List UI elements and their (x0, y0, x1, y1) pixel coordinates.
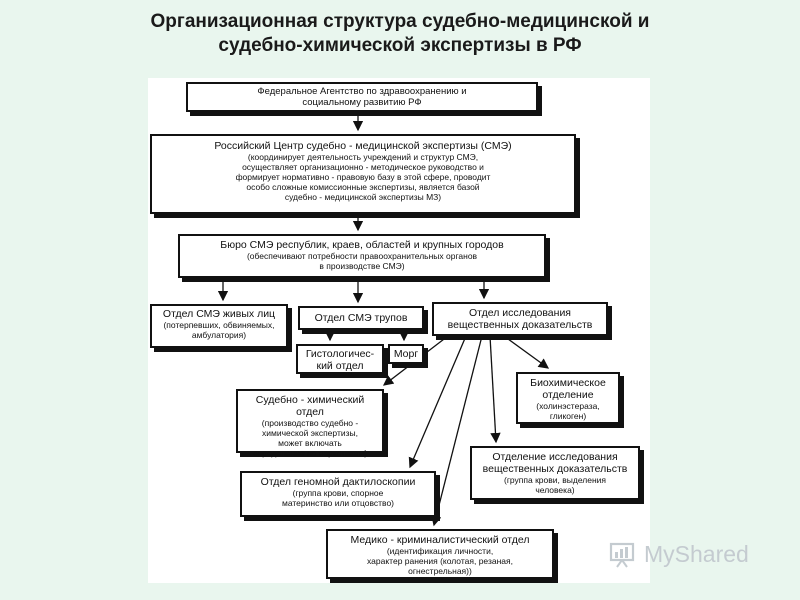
living-persons-dept-heading: Отдел СМЭ живых лиц (162, 308, 276, 320)
biochemistry-unit-line-1: Биохимическое (530, 377, 606, 389)
evidence-research-unit-line-1: Отделение исследования (492, 451, 618, 463)
corpses-dept-box: Отдел СМЭ трупов (298, 306, 424, 330)
arrow-evidence-to-genome (408, 335, 467, 469)
watermark-text: MyShared (644, 540, 749, 567)
biochemistry-unit-sub-2: гликоген) (549, 411, 587, 421)
living-persons-dept-line-2: амбулатория) (191, 330, 247, 340)
arrow-evidence-to-crim (431, 335, 483, 527)
forensic-chemistry-dept-heading: Судебно - химический отдел (255, 394, 365, 418)
bureau-sme-heading: Бюро СМЭ республик, краев, областей и кр… (220, 239, 504, 251)
presentation-chart-icon (609, 542, 635, 568)
slide-title-line-2: судебно-химической экспертизы в РФ (218, 35, 582, 56)
forensic-chemistry-dept-line-3: может включать (278, 438, 342, 448)
evidence-dept-line-1: Отдел исследования (468, 307, 571, 319)
forensic-chemistry-dept-line-2: химической экспертизы, (262, 428, 358, 438)
biochemistry-unit-box: Биохимическое отделение (холинэстераза, … (516, 372, 620, 424)
russian-center-sme-line-1: (координирует деятельность учреждений и … (247, 152, 479, 162)
arrow-evidence-to-dept (489, 335, 501, 444)
morgue-heading: Морг (393, 348, 419, 360)
slide-title-line-1: Организационная структура судебно-медици… (150, 11, 650, 32)
russian-center-sme-line-4: особо сложные комиссионные экспертизы, я… (246, 182, 480, 192)
genome-fingerprinting-dept-box: Отдел геномной дактилоскопии (группа кро… (240, 471, 436, 517)
living-persons-dept-line-1: (потерпевших, обвиняемых, (163, 320, 275, 330)
russian-center-sme-line-5: судебно - медицинской экспертизы МЗ) (284, 192, 442, 202)
federal-agency-line-2: социальному развитию РФ (302, 97, 422, 108)
living-persons-dept-box: Отдел СМЭ живых лиц (потерпевших, обвиня… (150, 304, 288, 348)
forensic-criminalistics-dept-line-3: огнестрельная)) (408, 566, 472, 576)
connector-lines (217, 112, 550, 527)
forensic-chemistry-dept-line-1: (производство судебно - (261, 418, 359, 428)
diagram-panel: Федеральное Агентство по здравоохранению… (148, 78, 650, 583)
russian-center-sme-heading: Российский Центр судебно - медицинской э… (214, 140, 512, 152)
evidence-research-unit-sub-2: человека) (535, 485, 575, 495)
bureau-sme-line-1: (обеспечивают потребности правоохранител… (246, 251, 478, 261)
myshared-watermark: MyShared (608, 538, 778, 570)
evidence-dept-box: Отдел исследования вещественных доказате… (432, 302, 608, 336)
forensic-criminalistics-dept-heading: Медико - криминалистический отдел (350, 534, 530, 546)
evidence-research-unit-box: Отделение исследования вещественных дока… (470, 446, 640, 500)
russian-center-sme-line-3: формирует нормативно - правовую базу в э… (235, 172, 491, 182)
forensic-criminalistics-dept-line-1: (идентификация личности, (386, 546, 494, 556)
slide-title: Организационная структура судебно-медици… (90, 10, 710, 58)
histology-dept-line-1: Гистологичес- (305, 348, 375, 360)
arrow-evidence-to-biochem (503, 335, 550, 369)
bureau-sme-box: Бюро СМЭ республик, краев, областей и кр… (178, 234, 546, 278)
forensic-chemistry-dept-box: Судебно - химический отдел (производство… (236, 389, 384, 458)
forensic-criminalistics-dept-box: Медико - криминалистический отдел (идент… (326, 529, 554, 579)
forensic-criminalistics-dept-line-2: характер ранения (колотая, резаная, (367, 556, 513, 566)
evidence-research-unit-sub-1: (группа крови, выделения (503, 475, 607, 485)
evidence-dept-line-2: вещественных доказательств (447, 319, 593, 331)
russian-center-sme-line-2: осуществляет организационно - методическ… (242, 162, 484, 172)
histology-dept-line-2: кий отдел (316, 360, 364, 372)
federal-agency-line-1: Федеральное Агентство по здравоохранению… (257, 86, 467, 97)
genome-fingerprinting-dept-line-2: материнство или отцовство) (281, 498, 395, 508)
federal-agency-box: Федеральное Агентство по здравоохранению… (186, 82, 538, 112)
bureau-sme-line-2: в производстве СМЭ) (319, 261, 405, 271)
russian-center-sme-box: Российский Центр судебно - медицинской э… (150, 134, 576, 214)
biochemistry-unit-line-2: отделение (542, 389, 594, 401)
genome-fingerprinting-dept-line-1: (группа крови, спорное (292, 488, 384, 498)
corpses-dept-heading: Отдел СМЭ трупов (314, 312, 408, 324)
biochemistry-unit-sub-1: (холинэстераза, (536, 401, 600, 411)
morgue-box: Морг (388, 344, 424, 364)
histology-dept-box: Гистологичес- кий отдел (296, 344, 384, 374)
genome-fingerprinting-dept-heading: Отдел геномной дактилоскопии (260, 476, 416, 488)
forensic-chemistry-dept-line-4: определение по наркотикам) (252, 448, 368, 458)
evidence-research-unit-line-2: вещественных доказательств (482, 463, 628, 475)
